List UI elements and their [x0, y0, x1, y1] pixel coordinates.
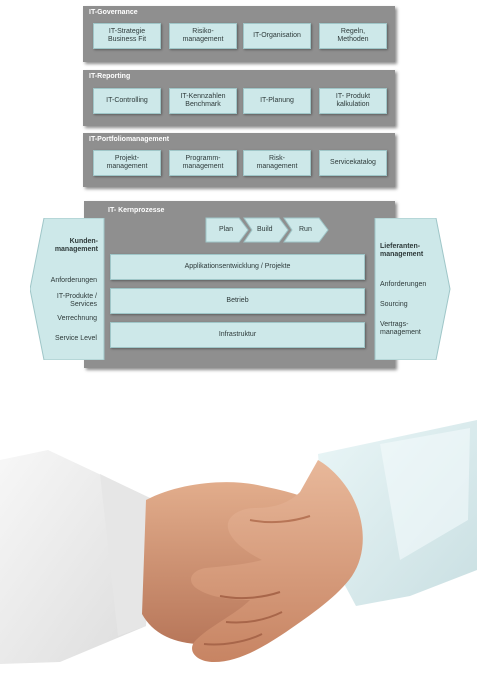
chevron-build-icon: [243, 217, 289, 243]
portfolio-title: IT-Portfoliomanagement: [89, 136, 170, 143]
governance-panel: IT-Governance IT-Strategie Business Fit …: [83, 6, 395, 62]
process-bar: Infrastruktur: [110, 322, 365, 348]
governance-item: IT-Strategie Business Fit: [93, 23, 161, 49]
portfolio-panel: IT-Portfoliomanagement Projekt- manageme…: [83, 133, 395, 187]
governance-title: IT-Governance: [89, 9, 138, 16]
kunden-item: Verrechnung: [57, 315, 97, 322]
kernprozesse-title: IT- Kernprozesse: [108, 207, 165, 214]
chevron-plan-icon: [205, 217, 249, 243]
process-bar: Applikationsentwicklung / Projekte: [110, 254, 365, 280]
kunden-item: Service Level: [54, 335, 97, 342]
kunden-item: Anforderungen: [50, 277, 97, 284]
lieferanten-title: Lieferanten- management: [380, 243, 424, 258]
reporting-panel: IT-Reporting IT-Controlling IT-Kennzahle…: [83, 70, 395, 126]
hand-right: [191, 460, 363, 662]
lieferanten-item: Anforderungen: [380, 281, 427, 288]
reporting-item: IT- Produkt kalkulation: [319, 88, 387, 114]
reporting-item: IT-Planung: [243, 88, 311, 114]
kunden-item: IT-Produkte / Services: [56, 293, 97, 308]
phase-label-run: Run: [299, 226, 312, 233]
reporting-item: IT-Controlling: [93, 88, 161, 114]
lieferanten-item: Vertrags- management: [380, 321, 421, 336]
governance-item: Regeln, Methoden: [319, 23, 387, 49]
reporting-item: IT-Kennzahlen Benchmark: [169, 88, 237, 114]
portfolio-item: Servicekatalog: [319, 150, 387, 176]
portfolio-item: Projekt- management: [93, 150, 161, 176]
portfolio-item: Programm- management: [169, 150, 237, 176]
governance-item: IT-Organisation: [243, 23, 311, 49]
process-bar: Betrieb: [110, 288, 365, 314]
handshake-image: [0, 420, 477, 664]
kunden-title: Kunden- management: [54, 238, 98, 253]
lieferanten-item: Sourcing: [380, 301, 408, 308]
phase-label-plan: Plan: [219, 226, 234, 233]
phase-chevrons: [205, 217, 329, 243]
lieferanten-arrow: [374, 218, 451, 360]
governance-item: Risiko- management: [169, 23, 237, 49]
phase-label-build: Build: [257, 226, 273, 233]
portfolio-item: Risk- management: [243, 150, 311, 176]
kunden-arrow: [30, 218, 105, 360]
chevron-run-icon: [283, 217, 329, 243]
reporting-title: IT-Reporting: [89, 73, 131, 80]
